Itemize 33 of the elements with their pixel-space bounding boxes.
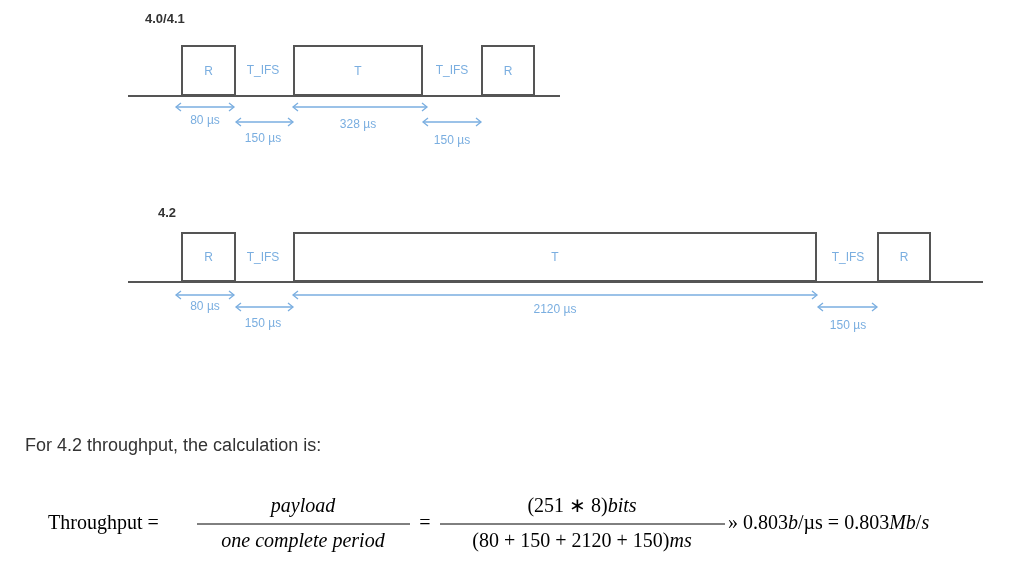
formula-text: » 0.803 xyxy=(728,512,788,532)
formula-text: Throughput = xyxy=(48,512,159,532)
frame-label: T xyxy=(551,249,559,266)
duration-label: 150 µs xyxy=(244,317,282,329)
frame-box xyxy=(877,232,931,282)
duration-label: 150 µs xyxy=(433,134,471,146)
fraction-numerator: (251 ∗ 8)bits xyxy=(527,495,637,515)
duration-label: 150 µs xyxy=(829,319,867,331)
fraction-denominator: one complete period xyxy=(221,530,385,550)
fraction-denominator: (80 + 150 + 2120 + 150)ms xyxy=(472,530,692,550)
frame-label: R xyxy=(503,62,513,80)
frame-box xyxy=(181,45,236,96)
description-text: For 4.2 throughput, the calculation is: xyxy=(25,436,322,454)
fraction-numerator: payload xyxy=(270,495,336,515)
interframe-space-label: T_IFS xyxy=(831,251,865,263)
formula-text: = xyxy=(419,512,431,532)
frame-label: T xyxy=(354,62,362,80)
formula-text: Mb/s xyxy=(889,512,930,532)
duration-label: 80 µs xyxy=(190,114,220,126)
interframe-space-label: T_IFS xyxy=(435,64,469,76)
frame-label: R xyxy=(204,62,213,80)
duration-label: 150 µs xyxy=(244,132,282,144)
diagram-heading: 4.2 xyxy=(158,205,177,219)
frame-box xyxy=(181,232,236,282)
diagram-heading: 4.0/4.1 xyxy=(145,11,185,25)
interframe-space-label: T_IFS xyxy=(246,251,280,263)
frame-box xyxy=(293,232,817,282)
formula-text: b/µs = 0.803 xyxy=(788,512,890,532)
frame-label: R xyxy=(899,249,909,266)
frame-box xyxy=(293,45,423,96)
frame-box xyxy=(481,45,535,96)
interframe-space-label: T_IFS xyxy=(246,64,280,76)
frame-label: R xyxy=(204,249,213,266)
